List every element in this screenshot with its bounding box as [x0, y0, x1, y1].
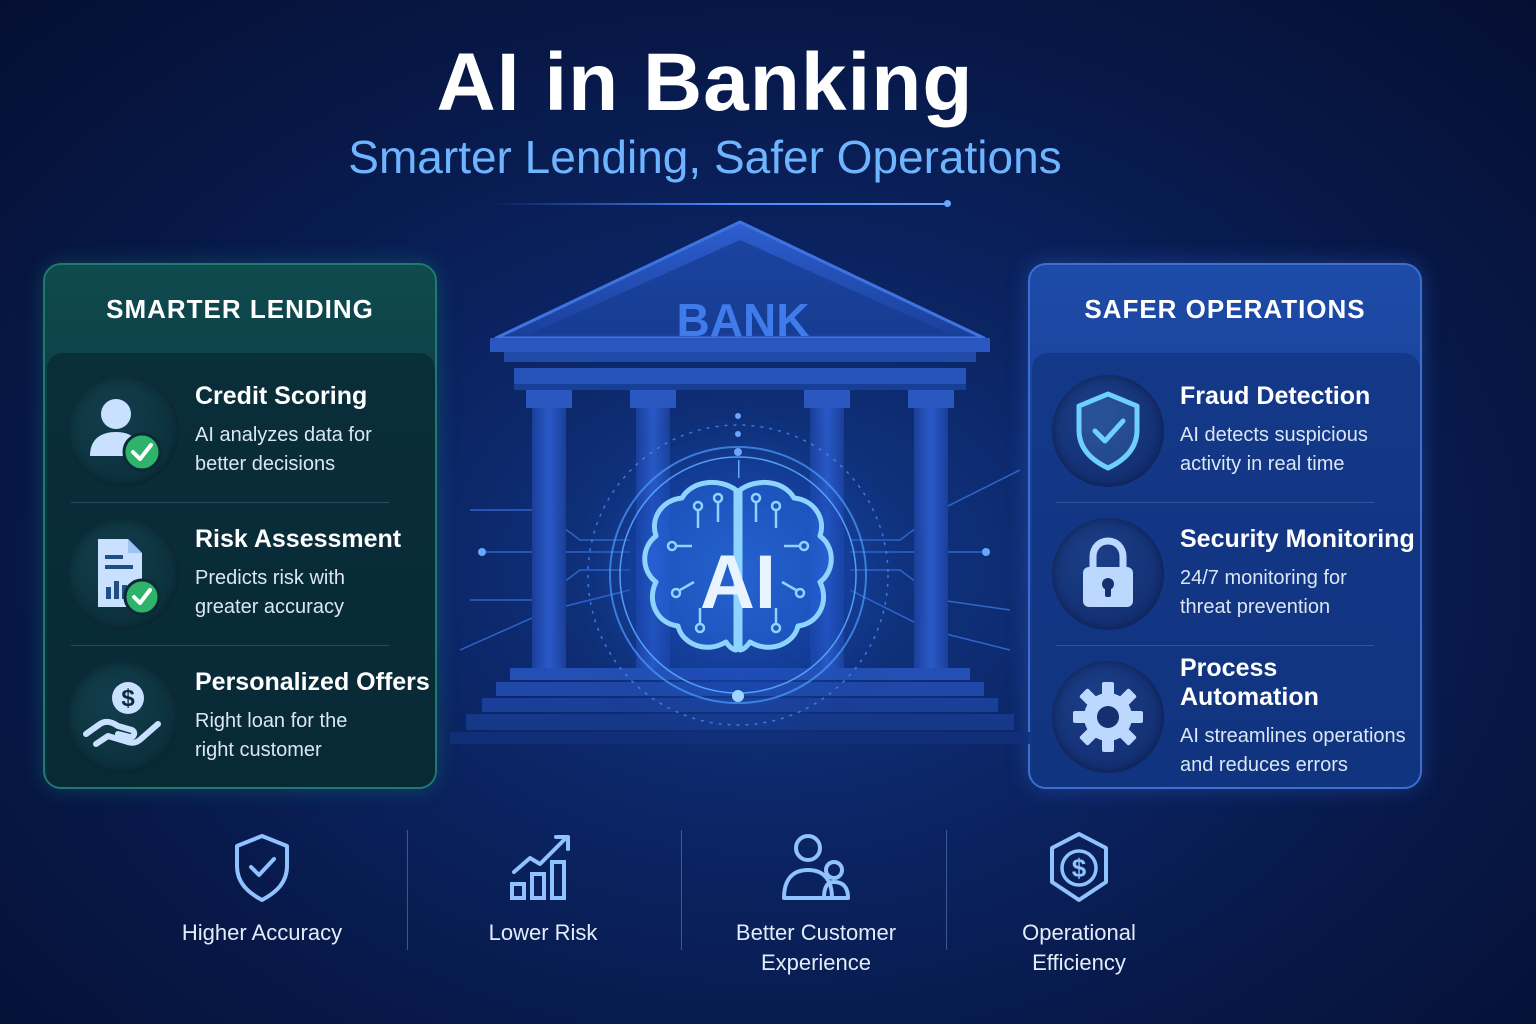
- bank-ai-illustration: BANK AI: [450, 220, 1030, 765]
- benefit-label: Higher Accuracy: [142, 918, 382, 948]
- benefit-line: Lower Risk: [488, 920, 598, 945]
- circuit-node: [982, 548, 990, 556]
- desc-line: AI streamlines operations: [1180, 724, 1406, 747]
- feature-description: AI streamlines operations and reduces er…: [1180, 722, 1410, 780]
- title-divider: [492, 200, 951, 207]
- dollar-hexagon-icon: $: [1050, 832, 1108, 902]
- desc-line: activity in real time: [1180, 453, 1345, 475]
- safer-operations-heading: SAFER OPERATIONS: [1084, 293, 1366, 324]
- feature-description: Predicts risk with greater accuracy: [195, 564, 425, 622]
- feature-title: Personalized Offers: [195, 668, 430, 696]
- desc-line: better decisions: [195, 453, 336, 475]
- ai-connector: [732, 413, 744, 702]
- desc-line: Right loan for the: [195, 710, 348, 732]
- brain-circuit: [666, 492, 810, 634]
- desc-line: greater accuracy: [195, 596, 344, 618]
- benefit-higher-accuracy: Higher Accuracy: [142, 830, 382, 948]
- smarter-lending-panel: SMARTER LENDING Credit Scoring AI analyz…: [43, 263, 437, 789]
- desc-line: Predicts risk with: [195, 567, 346, 589]
- page-title: AI in Banking: [436, 37, 974, 128]
- benefit-divider: [407, 830, 408, 950]
- benefit-divider: [681, 830, 682, 950]
- hand-dollar-icon: $: [67, 660, 179, 773]
- shield-check-icon: [1052, 374, 1164, 487]
- brain-icon: [642, 479, 834, 653]
- feature-title: Process Automation: [1180, 653, 1319, 711]
- svg-text:$: $: [1072, 853, 1087, 883]
- benefit-line: Higher Accuracy: [181, 920, 343, 945]
- feature-description: 24/7 monitoring for threat prevention: [1180, 564, 1410, 622]
- ai-connector-line: [738, 460, 740, 478]
- feature-description: Right loan for the right customer: [195, 707, 425, 765]
- desc-line: right customer: [195, 739, 322, 761]
- benefit-label: Lower Risk: [423, 918, 663, 948]
- benefit-label: Better Customer Experience: [696, 918, 936, 978]
- lock-icon: [1052, 517, 1164, 630]
- benefit-lower-risk: Lower Risk: [423, 830, 663, 948]
- feature-process-automation: Process Automation AI streamlines operat…: [1032, 645, 1420, 787]
- feature-credit-scoring: Credit Scoring AI analyzes data for bett…: [47, 359, 435, 502]
- svg-text:$: $: [121, 685, 135, 712]
- benefit-divider: [946, 830, 947, 950]
- desc-line: and reduces errors: [1180, 753, 1348, 776]
- benefit-better-customer-experience: Better Customer Experience: [696, 830, 936, 978]
- feature-title: Security Monitoring: [1180, 525, 1415, 553]
- feature-description: AI analyzes data for better decisions: [195, 421, 425, 479]
- gear-icon: [1052, 660, 1164, 773]
- feature-security-monitoring: Security Monitoring 24/7 monitoring for …: [1032, 502, 1420, 645]
- shield-check-icon: [235, 834, 289, 902]
- benefit-line: Better Customer: [735, 920, 897, 945]
- feature-personalized-offers: $ Personalized Offers Right loan for the…: [47, 645, 435, 787]
- desc-line: threat prevention: [1180, 596, 1331, 618]
- benefit-operational-efficiency: $ Operational Efficiency: [959, 830, 1199, 978]
- report-check-icon: [67, 517, 179, 630]
- safer-operations-panel: SAFER OPERATIONS Fraud Detection AI dete…: [1028, 263, 1422, 789]
- feature-title: Fraud Detection: [1180, 382, 1371, 410]
- benefit-line: Experience: [760, 950, 872, 975]
- ai-label: AI: [700, 540, 776, 625]
- user-check-icon: [67, 374, 179, 487]
- feature-title: Credit Scoring: [195, 382, 368, 410]
- desc-line: AI detects suspicious: [1180, 424, 1368, 446]
- benefit-line: Operational: [1022, 920, 1136, 945]
- circuit-node: [478, 548, 486, 556]
- middle-ring: [609, 446, 867, 704]
- smarter-lending-heading: SMARTER LENDING: [106, 293, 374, 324]
- desc-line: 24/7 monitoring for: [1180, 567, 1347, 589]
- users-icon: [782, 834, 850, 900]
- feature-fraud-detection: Fraud Detection AI detects suspicious ac…: [1032, 359, 1420, 502]
- feature-risk-assessment: Risk Assessment Predicts risk with great…: [47, 502, 435, 645]
- growth-chart-icon: [510, 835, 570, 900]
- page-subtitle: Smarter Lending, Safer Operations: [348, 131, 1062, 183]
- outer-ring: [587, 424, 889, 726]
- desc-line: AI analyzes data for: [195, 424, 372, 446]
- benefit-line: Efficiency: [1032, 950, 1126, 975]
- benefit-label: Operational Efficiency: [959, 918, 1199, 978]
- feature-description: AI detects suspicious activity in real t…: [1180, 421, 1410, 479]
- bank-label: BANK: [677, 294, 810, 346]
- feature-title: Risk Assessment: [195, 525, 402, 553]
